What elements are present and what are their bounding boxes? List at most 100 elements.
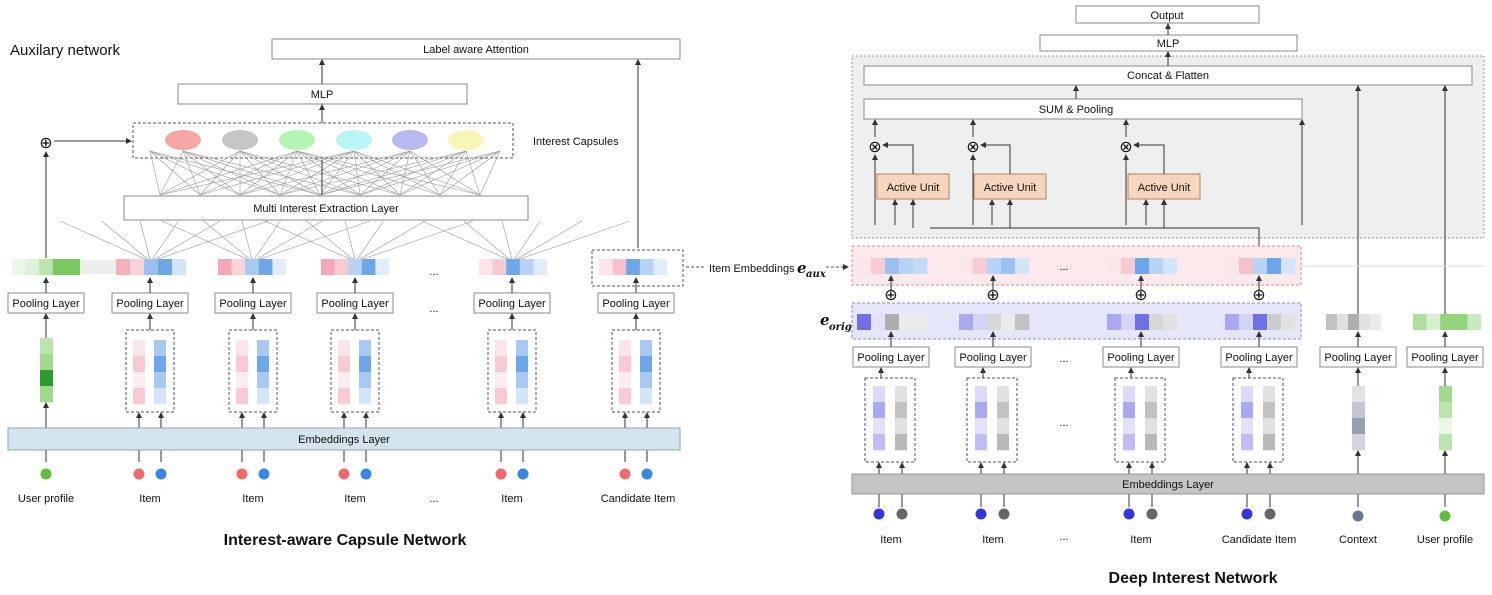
- embedding-cell: [495, 340, 507, 357]
- capsule-link: [199, 150, 241, 196]
- embedding-cell: [158, 259, 173, 275]
- capsule-group: [165, 130, 484, 150]
- embedding-cell: [1239, 314, 1254, 330]
- embedding-cell: [144, 259, 159, 275]
- active-unit-label: Active Unit: [887, 182, 940, 194]
- embedding-cell: [997, 418, 1009, 435]
- embedding-cell: [987, 258, 1002, 274]
- embedding-cell: [516, 340, 528, 357]
- embedding-cell: [1370, 314, 1382, 330]
- embedding-cell: [1149, 314, 1164, 330]
- strip-link: [519, 220, 631, 260]
- embedding-cell: [873, 386, 885, 403]
- auxiliary-network-label: Auxilary network: [10, 42, 121, 59]
- user-profile-embedding: [12, 259, 81, 275]
- embedding-cell: [1241, 402, 1253, 419]
- capsule-link: [239, 150, 321, 196]
- active-unit-label: Active Unit: [1138, 182, 1191, 194]
- strip-link: [362, 220, 474, 260]
- item-dot-red: [133, 468, 145, 480]
- embedding-cell: [857, 314, 872, 330]
- capsule-link: [182, 150, 321, 196]
- item-embeddings-label: Item Embeddings: [709, 263, 795, 275]
- capsule-link: [239, 150, 281, 196]
- otimes-symbol: ⊗: [1119, 137, 1132, 156]
- capsule-link: [359, 150, 411, 196]
- embedding-cell: [871, 314, 886, 330]
- item-dot-blue: [641, 468, 653, 480]
- embedding-cell: [495, 372, 507, 389]
- strip-link: [516, 220, 583, 260]
- embedding-cell: [1145, 386, 1157, 403]
- embedding-cell: [1348, 314, 1360, 330]
- strip-link: [254, 220, 281, 260]
- input-label: Item: [982, 534, 1003, 546]
- embedding-cell: [172, 259, 187, 275]
- item-dot-navy: [1241, 508, 1253, 520]
- strip-link: [139, 220, 151, 260]
- item-embedding: [321, 259, 390, 275]
- item-column-box: [1232, 377, 1284, 463]
- embedding-cell: [334, 259, 349, 275]
- item-dot-navy: [975, 508, 987, 520]
- strip-link: [344, 220, 356, 260]
- embedding-cell: [154, 356, 166, 373]
- blue-column: [154, 340, 166, 405]
- pooling-layer-label: Pooling Layer: [219, 298, 287, 310]
- e-aux-strip: [1107, 258, 1178, 274]
- capsule-link: [279, 150, 298, 196]
- embedding-cell: [1241, 418, 1253, 435]
- right-ellipsis-inputs: ...: [1059, 531, 1068, 543]
- left-network: Auxilary network Label aware Attention M…: [7, 38, 849, 549]
- purple-column: [975, 386, 987, 451]
- embedding-cell: [895, 418, 907, 435]
- purple-column: [1123, 386, 1135, 451]
- embedding-cell: [66, 259, 81, 275]
- left-embeddings-layer-label: Embeddings Layer: [298, 434, 390, 446]
- left-candidate-embedding-box: [591, 249, 684, 287]
- capsule-link: [149, 150, 161, 196]
- item-dot-red: [236, 468, 248, 480]
- embedding-cell: [245, 259, 260, 275]
- embedding-cell: [895, 434, 907, 451]
- strip-link: [59, 220, 146, 260]
- embedding-cell: [640, 356, 652, 373]
- embedding-cell: [533, 259, 548, 275]
- e-orig-strip: [1225, 314, 1296, 330]
- gray-column: [895, 386, 907, 451]
- embedding-cell: [1225, 258, 1240, 274]
- embedding-cell: [1337, 314, 1349, 330]
- context-column: [1352, 386, 1365, 451]
- embedding-cell: [619, 388, 631, 405]
- capsule-link: [319, 150, 355, 196]
- embedding-cell: [997, 434, 1009, 451]
- concat-flatten-label: Concat & Flatten: [1127, 70, 1209, 82]
- capsule-link: [353, 150, 441, 196]
- embedding-cell: [997, 402, 1009, 419]
- embedding-cell: [1439, 418, 1452, 435]
- embedding-cell: [359, 340, 371, 357]
- attention-unit: Active Unit⊗: [868, 119, 950, 228]
- embedding-cell: [871, 258, 886, 274]
- capsule-link: [399, 150, 411, 196]
- embedding-cell: [1352, 402, 1365, 419]
- embedding-cell: [1123, 402, 1135, 419]
- capsule-link: [465, 150, 481, 196]
- capsule-link: [279, 150, 355, 196]
- item-dot-gray: [1146, 508, 1158, 520]
- capsule-link: [159, 150, 184, 196]
- embedding-cell: [913, 258, 928, 274]
- embedding-cell: [1413, 314, 1427, 330]
- e-aux-strip: [959, 258, 1030, 274]
- embedding-cell: [361, 259, 376, 275]
- embedding-cell: [975, 402, 987, 419]
- embedding-cell: [1145, 434, 1157, 451]
- right-ellipsis-pooling: ...: [1059, 353, 1068, 365]
- candidate-embedding: [599, 259, 668, 275]
